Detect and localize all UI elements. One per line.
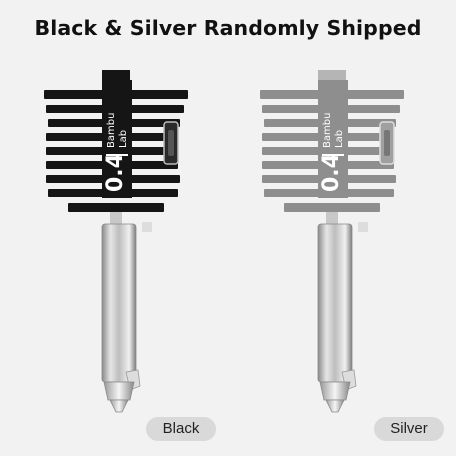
heatsink bbox=[260, 70, 404, 212]
brand-line2-text: Lab bbox=[118, 130, 129, 148]
silver-variant-label: Silver bbox=[374, 417, 444, 441]
nozzle-size-text: 0.4 bbox=[319, 153, 344, 192]
silver-hotend-image: 0.4 Bambu Lab bbox=[246, 60, 426, 430]
brand-line1-text: Bambu bbox=[322, 113, 333, 148]
heatsink bbox=[44, 70, 188, 212]
page-title: Black & Silver Randomly Shipped bbox=[34, 16, 422, 40]
black-variant-label: Black bbox=[146, 417, 216, 441]
nozzle-size-text: 0.4 bbox=[103, 153, 128, 192]
brand-line1-text: Bambu bbox=[106, 113, 117, 148]
brand-line2-text: Lab bbox=[334, 130, 345, 148]
black-hotend-image: 0.4 Bambu Lab bbox=[30, 60, 210, 430]
